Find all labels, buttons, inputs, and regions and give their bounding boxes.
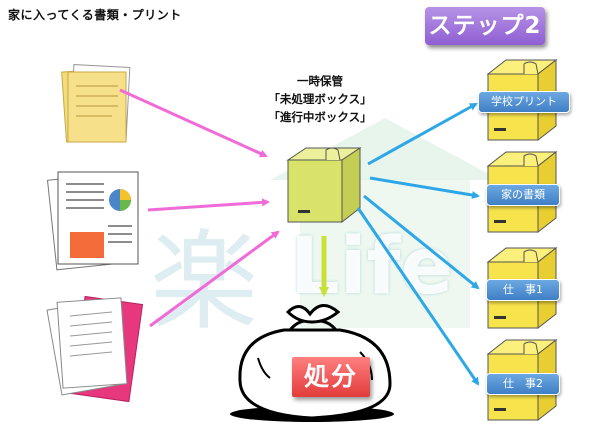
dispose-label: 処分 [292, 357, 370, 397]
destination-label-work1: 仕 事1 [486, 279, 560, 301]
outbound-arrow-2 [369, 176, 480, 199]
watermark-word: Life [290, 222, 454, 312]
inbound-arrow-1 [119, 88, 268, 158]
destination-label-school: 学校プリント [478, 91, 570, 113]
inbound-arrow-3 [149, 230, 280, 328]
inbound-arrow-2 [147, 198, 270, 212]
pink-folder-icon [46, 295, 144, 403]
report-chart-icon [46, 171, 139, 271]
destination-label-home: 家の書類 [486, 184, 560, 206]
hold-label: 一時保管 「未処理ボックス」 「進行中ボックス」 [240, 72, 400, 126]
hold-line-2: 「未処理ボックス」 [268, 92, 372, 106]
folder-documents-icon [61, 64, 131, 143]
destination-label-work2: 仕 事2 [486, 373, 560, 395]
holding-box-icon [286, 147, 362, 224]
page-title: 家に入ってくる書類・プリント [8, 8, 182, 22]
outbound-arrow-1 [367, 102, 478, 166]
step-badge: ステップ2 [425, 7, 545, 45]
hold-line-1: 一時保管 [297, 74, 343, 88]
outbound-arrow-3 [363, 194, 480, 290]
hold-line-3: 「進行中ボックス」 [268, 110, 372, 124]
watermark-kanji: 楽 [150, 220, 259, 345]
outbound-arrow-4 [356, 207, 480, 386]
